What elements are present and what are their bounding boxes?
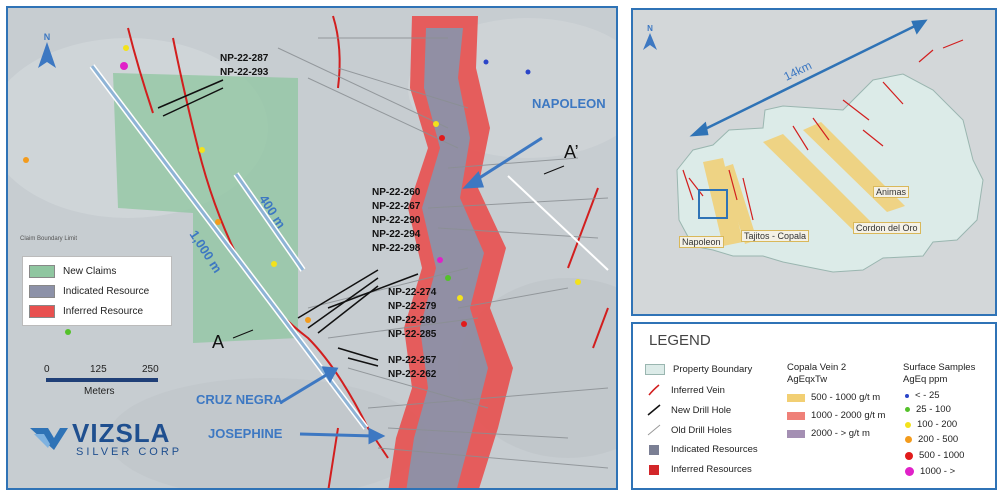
hole-label-group-3: NP-22-274 NP-22-279 NP-22-280 NP-22-285 xyxy=(388,286,436,342)
inset-label-cordon: Cordon del Oro xyxy=(853,222,921,234)
legend-item-old-drill-holes: Old Drill Holes xyxy=(645,424,732,436)
hole-label: NP-22-267 xyxy=(372,201,421,212)
copala-item-2: 1000 - 2000 g/t m xyxy=(787,410,885,421)
inset-veins xyxy=(682,39,964,221)
inferred-vein-icon xyxy=(648,384,660,396)
main-map-graphics xyxy=(8,8,616,488)
map-key: New Claims Indicated Resource Inferred R… xyxy=(22,256,172,326)
hole-label: NP-22-298 xyxy=(372,243,421,254)
legend-item-inferred-vein: Inferred Vein xyxy=(645,384,725,396)
legend-title: LEGEND xyxy=(649,332,711,349)
legend: LEGEND Property Boundary Inferred Vein N… xyxy=(631,322,997,490)
copala-swatch-icon xyxy=(787,393,805,402)
sample-dot-icon xyxy=(905,393,909,398)
surface-item-5: 500 - 1000 xyxy=(905,450,964,461)
hole-label: NP-22-257 xyxy=(388,355,437,366)
distance-arrow-400m xyxy=(233,172,306,272)
surface-item-2: 25 - 100 xyxy=(905,404,951,415)
old-drill-holes-icon xyxy=(647,424,661,436)
legend-item-new-drill-hole: New Drill Hole xyxy=(645,404,731,416)
surface-legend-heading: Surface Samples AgEq ppm xyxy=(903,362,976,385)
surface-item-1: < - 25 xyxy=(905,390,940,401)
new-claims-swatch-icon xyxy=(29,264,55,278)
sample-dot-icon xyxy=(905,467,914,476)
sample-dot-icon xyxy=(905,436,912,443)
hole-label: NP-22-260 xyxy=(372,187,421,198)
hole-label: NP-22-279 xyxy=(388,301,437,312)
indicated-resource-zone xyxy=(406,28,488,488)
main-map: N NP-22-287 NP-22-293 NP-22-260 NP-22-26… xyxy=(6,6,618,490)
legend-item-property-boundary: Property Boundary xyxy=(645,364,752,375)
inferred-resources-icon xyxy=(649,464,659,475)
hole-label-group-4: NP-22-257 NP-22-262 xyxy=(388,354,436,382)
key-item-new-claims: New Claims xyxy=(29,261,165,281)
surface-item-6: 1000 - > xyxy=(905,466,955,477)
new-drill-hole-icon xyxy=(647,404,661,416)
hole-label: NP-22-285 xyxy=(388,329,437,340)
sample-dot-icon xyxy=(905,421,911,428)
inset-label-tajitos: Tajitos - Copala xyxy=(741,230,810,242)
claim-boundary-label: Claim Boundary Limit xyxy=(20,236,78,242)
section-line xyxy=(507,175,609,271)
copala-swatch-icon xyxy=(787,411,805,420)
hole-label: NP-22-262 xyxy=(388,369,437,380)
hole-label: NP-22-294 xyxy=(372,229,421,240)
inferred-swatch-icon xyxy=(29,304,55,318)
area-label-josephine: JOSEPHINE xyxy=(208,426,283,441)
key-item-indicated: Indicated Resource xyxy=(29,281,165,301)
copala-swatch-icon xyxy=(787,429,805,438)
hole-label: NP-22-293 xyxy=(220,67,269,78)
area-label-cruz-negra: CRUZ NEGRA xyxy=(196,392,283,407)
inset-distance-arrow xyxy=(689,19,928,137)
inset-map-graphics xyxy=(633,10,995,314)
main-map-extent-box xyxy=(698,189,728,219)
hole-label: NP-22-290 xyxy=(372,215,421,226)
copala-item-3: 2000 - > g/t m xyxy=(787,428,870,439)
copala-legend-heading: Copala Vein 2 AgEqxTw xyxy=(787,362,847,385)
sample-dot-icon xyxy=(905,451,913,460)
property-boundary-icon xyxy=(645,364,665,375)
vizsla-logo-mark-icon xyxy=(30,428,68,450)
vizsla-logo: VIZSLA SILVER CORP xyxy=(30,418,190,464)
hole-label-group-1: NP-22-287 NP-22-293 xyxy=(220,52,268,80)
legend-item-inferred-resources: Inferred Resources xyxy=(645,464,752,475)
indicated-resources-icon xyxy=(649,444,659,455)
area-label-napoleon: NAPOLEON xyxy=(532,96,606,111)
surface-item-3: 100 - 200 xyxy=(905,419,957,430)
surface-sample-dots xyxy=(23,45,581,335)
area-pointer-arrows xyxy=(279,136,543,445)
section-label-a-prime: A’ xyxy=(564,142,579,162)
hole-label: NP-22-287 xyxy=(220,53,269,64)
inset-north-arrow-icon: N xyxy=(643,24,657,56)
inset-label-animas: Animas xyxy=(873,186,910,198)
distance-arrow-1000m xyxy=(89,64,369,430)
hole-label: NP-22-280 xyxy=(388,315,437,326)
indicated-swatch-icon xyxy=(29,284,55,298)
copala-item-1: 500 - 1000 g/t m xyxy=(787,392,880,403)
legend-item-indicated-resources: Indicated Resources xyxy=(645,444,758,455)
key-item-inferred: Inferred Resource xyxy=(29,301,165,321)
north-arrow-icon: N xyxy=(38,32,56,72)
hole-label: NP-22-274 xyxy=(388,287,437,298)
hole-label-group-2: NP-22-260 NP-22-267 NP-22-290 NP-22-294 … xyxy=(372,186,420,256)
section-label-a: A xyxy=(212,332,225,352)
inset-label-napoleon: Napoleon xyxy=(679,236,724,248)
sample-dot-icon xyxy=(905,407,910,412)
new-drill-holes xyxy=(157,79,419,367)
inset-map: N 14km Napoleon Tajitos - Copala Cordon … xyxy=(631,8,997,316)
surface-item-4: 200 - 500 xyxy=(905,434,958,445)
scale-bar: 0 125 250 Meters xyxy=(44,364,159,397)
